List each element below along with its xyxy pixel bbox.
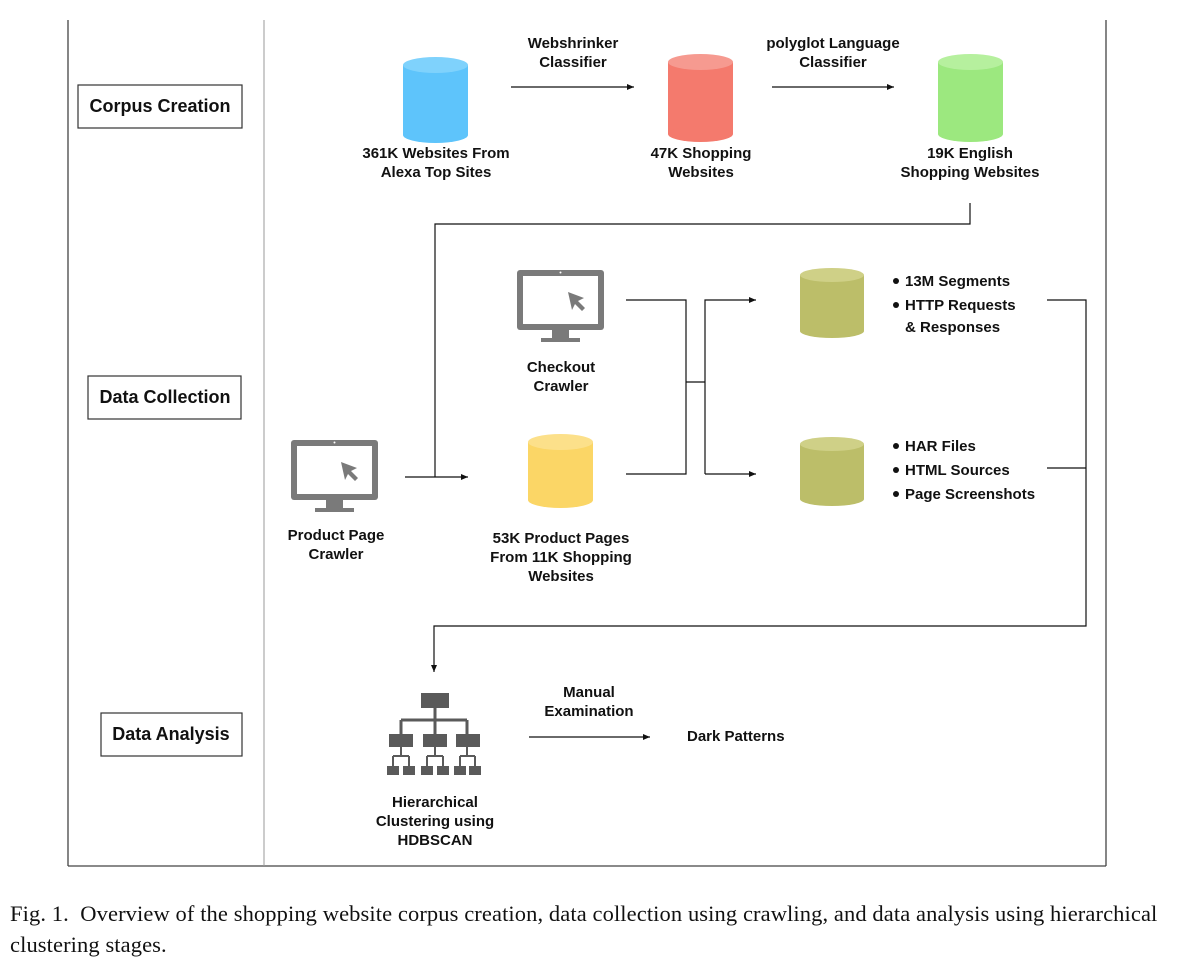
clustering-label-line2: Clustering using [376,813,494,830]
output1-item-segments: 13M Segments [905,273,1010,290]
manual-label-line2: Examination [544,703,633,720]
output-database-1-icon [800,268,864,338]
figure-caption: Fig. 1. Overview of the shopping website… [10,898,1185,960]
manual-label-line1: Manual [563,684,615,701]
caption-prefix: Fig. 1. [10,901,69,926]
product-pages-database-icon [528,434,593,508]
webshrinker-label-line2: Classifier [539,54,607,71]
diagram-frame [67,20,1107,867]
shopping-db-label-line2: Websites [668,164,734,181]
alexa-database-icon [403,57,468,143]
english-db-label-line2: Shopping Websites [901,164,1040,181]
checkout-crawler-label-line2: Crawler [533,378,588,395]
output1-item-http: HTTP Requests [905,297,1016,314]
dark-patterns-label: Dark Patterns [687,728,785,745]
clustering-label-line3: HDBSCAN [398,832,473,849]
clustering-label-line1: Hierarchical [392,794,478,811]
alexa-db-label-line2: Alexa Top Sites [381,164,492,181]
product-pages-label-line2: From 11K Shopping [490,549,632,566]
checkout-crawler-label-line1: Checkout [527,359,595,376]
product-crawler-label-line2: Crawler [308,546,363,563]
alexa-db-label-line1: 361K Websites From [362,145,509,162]
arrow-to-output1 [704,297,756,474]
product-crawler-label-line1: Product Page [288,527,385,544]
product-pages-label-line1: 53K Product Pages [493,530,630,547]
output2-item-har: HAR Files [905,438,976,455]
hierarchical-tree-icon [387,693,481,775]
stage-label-collection: Data Collection [99,387,230,407]
product-pages-label-line3: Websites [528,568,594,585]
english-database-icon [938,54,1003,142]
output1-list: 13M Segments HTTP Requests & Responses [893,273,1016,336]
output1-item-responses: & Responses [905,319,1000,336]
stage-corpus-creation: Corpus Creation [77,84,243,129]
caption-text: Overview of the shopping website corpus … [10,901,1164,957]
polyglot-label-line1: polyglot Language [766,35,899,52]
shopping-db-label-line1: 47K Shopping [651,145,752,162]
output2-list: HAR Files HTML Sources Page Screenshots [893,438,1035,503]
output-database-2-icon [800,437,864,506]
stage-label-corpus: Corpus Creation [89,96,230,116]
checkout-crawler-monitor-icon [517,270,604,342]
webshrinker-label-line1: Webshrinker [528,35,619,52]
merge-bracket [626,299,687,475]
product-page-crawler-monitor-icon [291,440,378,512]
stage-data-analysis: Data Analysis [100,712,243,757]
english-db-label-line1: 19K English [927,145,1013,162]
output2-item-html: HTML Sources [905,462,1010,479]
stage-data-collection: Data Collection [87,375,242,420]
pipeline-diagram: Corpus Creation Data Collection Data Ana… [67,20,1107,867]
connector-english-to-collection [434,203,971,477]
stage-label-analysis: Data Analysis [112,724,229,744]
shopping-database-icon [668,54,733,142]
output2-item-screenshots: Page Screenshots [905,486,1035,503]
polyglot-label-line2: Classifier [799,54,867,71]
connector-collection-to-analysis [431,299,1087,672]
